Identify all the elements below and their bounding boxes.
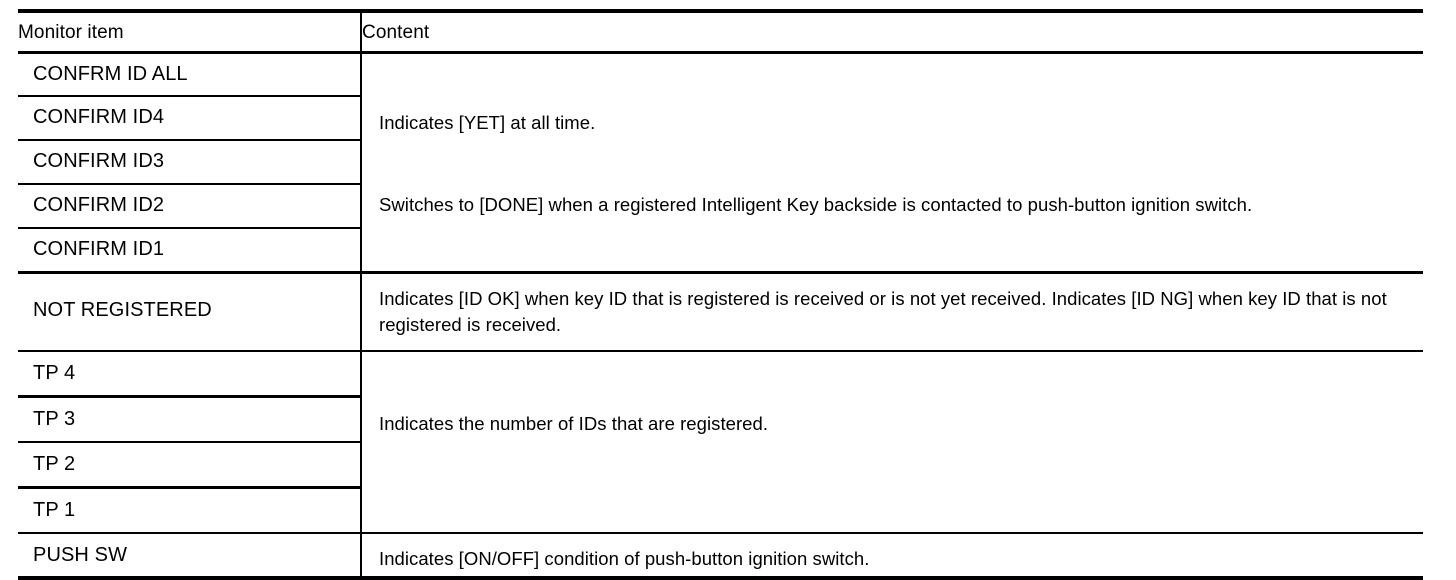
table-row: TP 4 Indicates the number of IDs that ar…	[18, 351, 1423, 534]
monitor-item-label: TP 1	[33, 499, 76, 521]
monitor-item-table: Monitor item Content CONFRM ID ALL Indic…	[18, 9, 1423, 580]
monitor-item-cell-tp-2: TP 2	[18, 442, 362, 489]
table-row: CONFIRM ID2	[18, 184, 1423, 229]
content-cell-tp: Indicates the number of IDs that are reg…	[361, 351, 1423, 534]
content-cell-not-registered: Indicates [ID OK] when key ID that is re…	[361, 272, 1423, 352]
table-row: CONFRM ID ALL Indicates [YET] at all tim…	[18, 52, 1423, 274]
table-row: CONFIRM ID3	[18, 140, 1423, 185]
content-cell-push-sw: Indicates [ON/OFF] condition of push-but…	[361, 533, 1423, 578]
monitor-item-cell-push-sw: PUSH SW	[18, 533, 362, 578]
monitor-item-label: TP 4	[33, 362, 76, 384]
monitor-item-label: NOT REGISTERED	[33, 299, 212, 321]
monitor-item-label: CONFIRM ID3	[33, 150, 165, 172]
table-row: CONFIRM ID1	[18, 228, 1423, 274]
monitor-item-label: TP 3	[33, 408, 76, 430]
column-header-content: Content	[361, 11, 1423, 54]
table-row: PUSH SW Indicates [ON/OFF] condition of …	[18, 533, 1423, 578]
monitor-item-cell-confirm-id4: CONFIRM ID4	[18, 96, 362, 141]
monitor-item-label: CONFIRM ID1	[33, 238, 165, 260]
table-row: TP 2	[18, 442, 1423, 489]
monitor-item-label: CONFIRM ID4	[33, 106, 165, 128]
monitor-item-cell-confrm-id-all: CONFRM ID ALL	[18, 52, 362, 97]
monitor-item-cell-confirm-id3: CONFIRM ID3	[18, 140, 362, 185]
monitor-item-cell-confirm-id1: CONFIRM ID1	[18, 228, 362, 274]
content-line: Indicates [ON/OFF] condition of push-but…	[379, 548, 870, 569]
table-row: CONFIRM ID4	[18, 96, 1423, 141]
monitor-item-label: TP 2	[33, 453, 76, 475]
column-header-monitor-item: Monitor item	[18, 11, 362, 54]
monitor-item-label: PUSH SW	[33, 544, 128, 566]
monitor-item-cell-confirm-id2: CONFIRM ID2	[18, 184, 362, 229]
table-row: TP 1	[18, 487, 1423, 534]
table-row: NOT REGISTERED Indicates [ID OK] when ke…	[18, 272, 1423, 352]
content-line: Indicates [YET] at all time.	[379, 112, 596, 133]
monitor-item-cell-tp-4: TP 4	[18, 351, 362, 398]
table-header-row: Monitor item Content	[18, 11, 1423, 54]
monitor-item-cell-not-registered: NOT REGISTERED	[18, 272, 362, 352]
content-line: Switches to [DONE] when a registered Int…	[379, 194, 1253, 215]
column-header-content-label: Content	[362, 22, 430, 43]
monitor-item-cell-tp-3: TP 3	[18, 396, 362, 443]
content-line: Indicates the number of IDs that are reg…	[379, 413, 769, 434]
column-header-monitor-item-label: Monitor item	[18, 22, 124, 43]
monitor-item-label: CONFIRM ID2	[33, 194, 165, 216]
monitor-item-label: CONFRM ID ALL	[33, 63, 188, 85]
content-cell-confirm-id: Indicates [YET] at all time. Switches to…	[361, 52, 1423, 274]
monitor-item-cell-tp-1: TP 1	[18, 487, 362, 534]
table-row: TP 3	[18, 396, 1423, 443]
content-line: Indicates [ID OK] when key ID that is re…	[379, 288, 1387, 335]
